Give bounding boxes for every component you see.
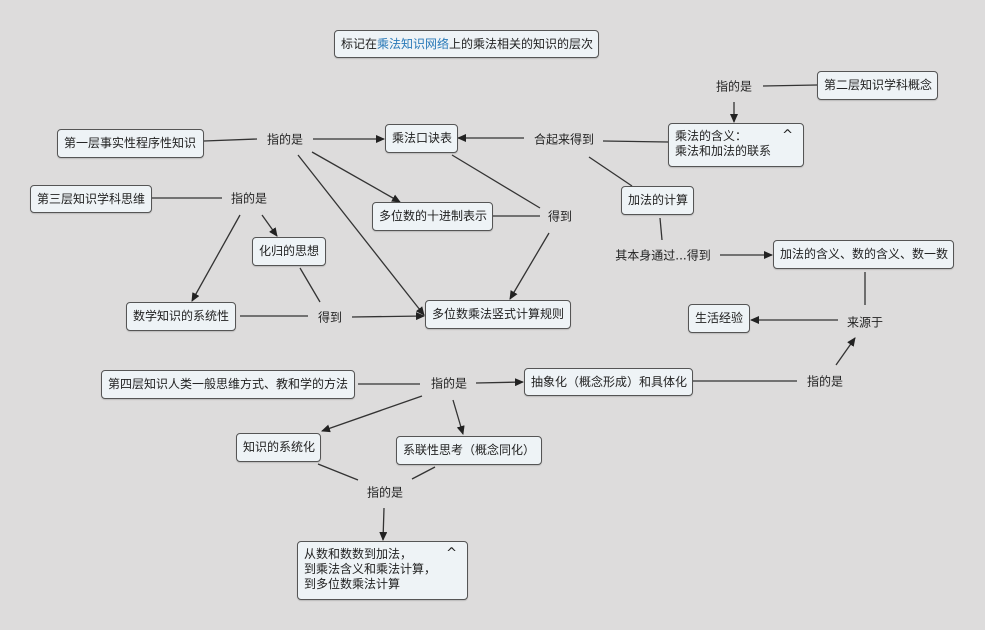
node-systematize[interactable]: 知识的系统化 [236,433,321,462]
node-layer2[interactable]: 第二层知识学科概念 [817,71,938,100]
arrow-connector [191,214,241,302]
link-label-from: 来源于 [846,315,884,330]
link-label-refers: 指的是 [366,485,404,500]
caret-up-icon[interactable]: ^ [446,546,457,561]
node-decimal[interactable]: 多位数的十进制表示 [372,202,493,231]
line-connector [762,84,818,87]
link-label-get: 得到 [547,209,573,224]
path-line3: 到多位数乘法计算 [304,577,401,591]
node-life[interactable]: 生活经验 [688,304,750,333]
path-line2: 到乘法含义和乘法计算， [304,562,437,576]
arrow-connector [261,214,278,237]
arrow-connector [509,232,550,300]
arrow-connector [452,399,465,435]
link-label-refers: 指的是 [266,132,304,147]
link-label-through: 其本身通过...得到 [615,248,711,263]
arrow-connector [475,378,524,387]
node-layer1[interactable]: 第一层事实性程序性知识 [57,129,204,158]
line-connector [411,466,436,480]
arrow-connector [297,154,425,316]
arrow-connector [311,151,401,203]
arrow-connector [351,312,425,321]
title-text-after: 上的乘法相关的知识的层次 [449,36,594,51]
node-layer3[interactable]: 第三层知识学科思维 [30,185,152,213]
link-label-refers: 指的是 [430,376,468,391]
title-node[interactable]: 标记在乘法知识网络上的乘法相关的知识的层次 [334,30,599,58]
path-line1: 从数和数数到加法， [304,547,413,561]
node-koujue[interactable]: 乘法口诀表 [385,124,458,153]
node-addition-meaning[interactable]: 加法的含义、数的含义、数一数 [773,240,954,269]
meaning-line2: 乘法和加法的联系 [675,144,772,158]
meaning-line1: 乘法的含义： [675,129,748,143]
node-learning-path[interactable]: 从数和数数到加法， 到乘法含义和乘法计算， 到多位数乘法计算 ^ [297,541,468,600]
line-connector [299,267,321,303]
line-connector [451,154,541,209]
arrow-connector [835,337,856,366]
node-systematic[interactable]: 数学知识的系统性 [126,302,236,331]
line-connector [659,217,663,241]
line-connector [317,463,359,481]
node-connect[interactable]: 系联性思考（概念同化） [396,436,542,465]
link-label-refers: 指的是 [230,191,268,206]
title-highlight-link[interactable]: 乘法知识网络 [377,36,450,51]
title-text-before: 标记在 [341,36,378,51]
link-label-refers: 指的是 [715,79,753,94]
link-label-refers: 指的是 [806,374,844,389]
link-label-get: 得到 [317,310,343,325]
arrow-connector [379,507,388,541]
arrow-connector [321,395,423,433]
line-connector [203,138,258,142]
node-multiplication-meaning[interactable]: 乘法的含义： 乘法和加法的联系 ^ [668,123,804,167]
node-huagui[interactable]: 化归的思想 [252,237,326,266]
node-layer4[interactable]: 第四层知识人类一般思维方式、教和学的方法 [101,370,355,399]
node-vertical[interactable]: 多位数乘法竖式计算规则 [425,300,571,329]
link-label-combine: 合起来得到 [533,132,595,147]
node-addition-calc[interactable]: 加法的计算 [621,186,694,215]
node-abstraction[interactable]: 抽象化（概念形成）和具体化 [524,368,693,396]
line-connector [588,156,633,187]
line-connector [602,140,669,143]
caret-up-icon[interactable]: ^ [782,128,793,143]
